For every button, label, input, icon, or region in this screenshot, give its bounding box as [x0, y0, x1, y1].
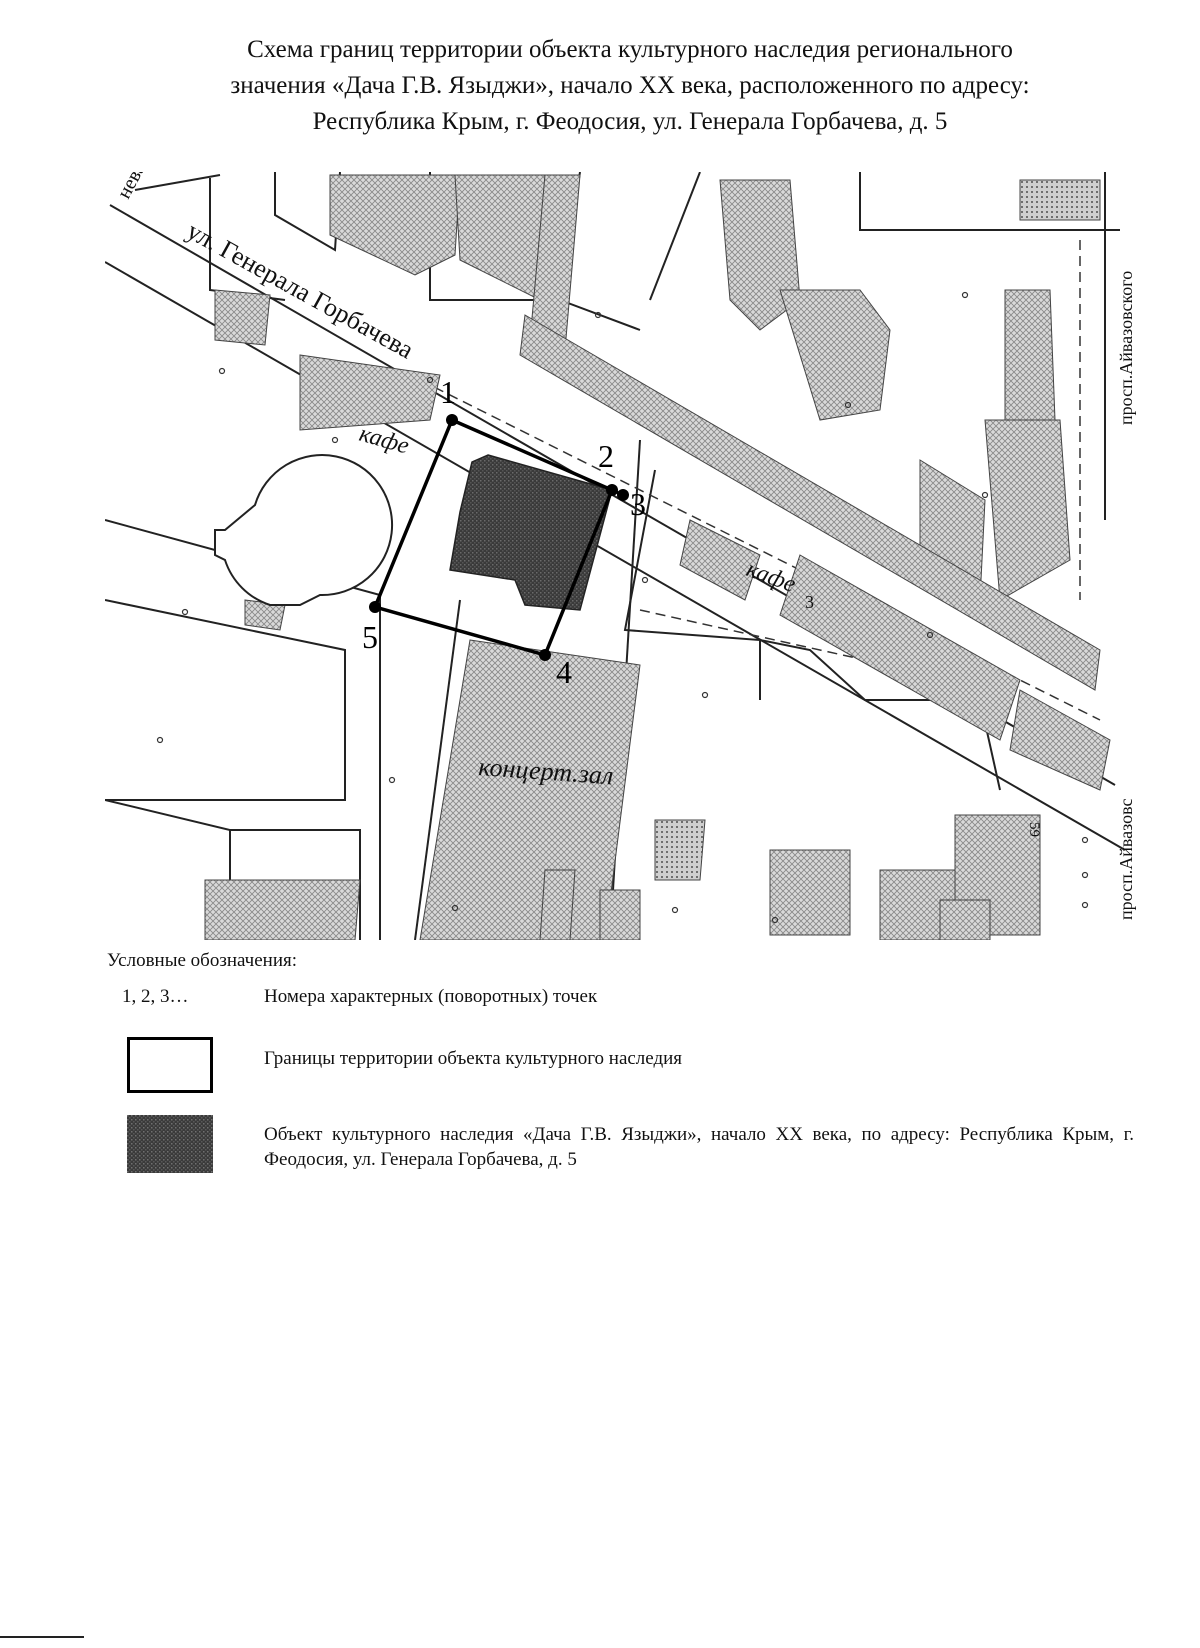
- document-title: Схема границ территории объекта культурн…: [130, 32, 1130, 140]
- cadastral-map: 1 2 3 4 5 ул. Генерала Горбачева нева пр…: [105, 172, 1136, 940]
- round-plaza: [214, 454, 394, 606]
- point-markers: [156, 291, 1089, 924]
- turning-point-1: [446, 414, 458, 426]
- cafe-number: 3: [805, 592, 814, 612]
- heritage-object: [449, 454, 613, 611]
- point-label-5: 5: [362, 619, 378, 655]
- avenue-label-top: просп.Айвазовского: [1116, 271, 1136, 425]
- turning-point-5: [369, 601, 381, 613]
- point-label-1: 1: [440, 374, 456, 410]
- page-corner-mark: [0, 1636, 84, 1638]
- turning-point-4: [539, 649, 551, 661]
- turning-point-labels: 1 2 3 4 5: [362, 374, 646, 690]
- legend-points-text: Номера характерных (поворотных) точек: [264, 986, 598, 1007]
- turning-point-2: [606, 484, 618, 496]
- legend-heading: Условные обозначения:: [107, 950, 298, 971]
- legend-boundary-swatch: [127, 1037, 213, 1093]
- legend-object-text: Объект культурного наследия «Дача Г.В. Я…: [264, 1124, 1134, 1170]
- cafe-label-2: кафе: [743, 556, 800, 598]
- point-label-2: 2: [598, 438, 614, 474]
- cafe-label-1: кафе: [356, 421, 412, 460]
- building-number: 59: [1026, 822, 1042, 837]
- legend-boundary-text: Границы территории объекта культурного н…: [264, 1048, 683, 1069]
- street-label-fragment: нева: [113, 172, 150, 202]
- avenue-label-bottom: просп.Айвазовс: [1116, 799, 1136, 920]
- turning-points: [369, 414, 629, 661]
- legend-object-swatch: [127, 1115, 213, 1173]
- turning-point-3: [617, 489, 629, 501]
- title-line-2: значения «Дача Г.В. Языджи», начало XX в…: [230, 72, 1030, 99]
- point-label-3: 3: [630, 486, 646, 522]
- legend-points-symbol: 1, 2, 3…: [122, 986, 189, 1007]
- title-line-1: Схема границ территории объекта культурн…: [247, 36, 1013, 63]
- point-label-4: 4: [556, 654, 572, 690]
- buildings: [204, 174, 1111, 940]
- title-line-3: Республика Крым, г. Феодосия, ул. Генера…: [312, 108, 948, 135]
